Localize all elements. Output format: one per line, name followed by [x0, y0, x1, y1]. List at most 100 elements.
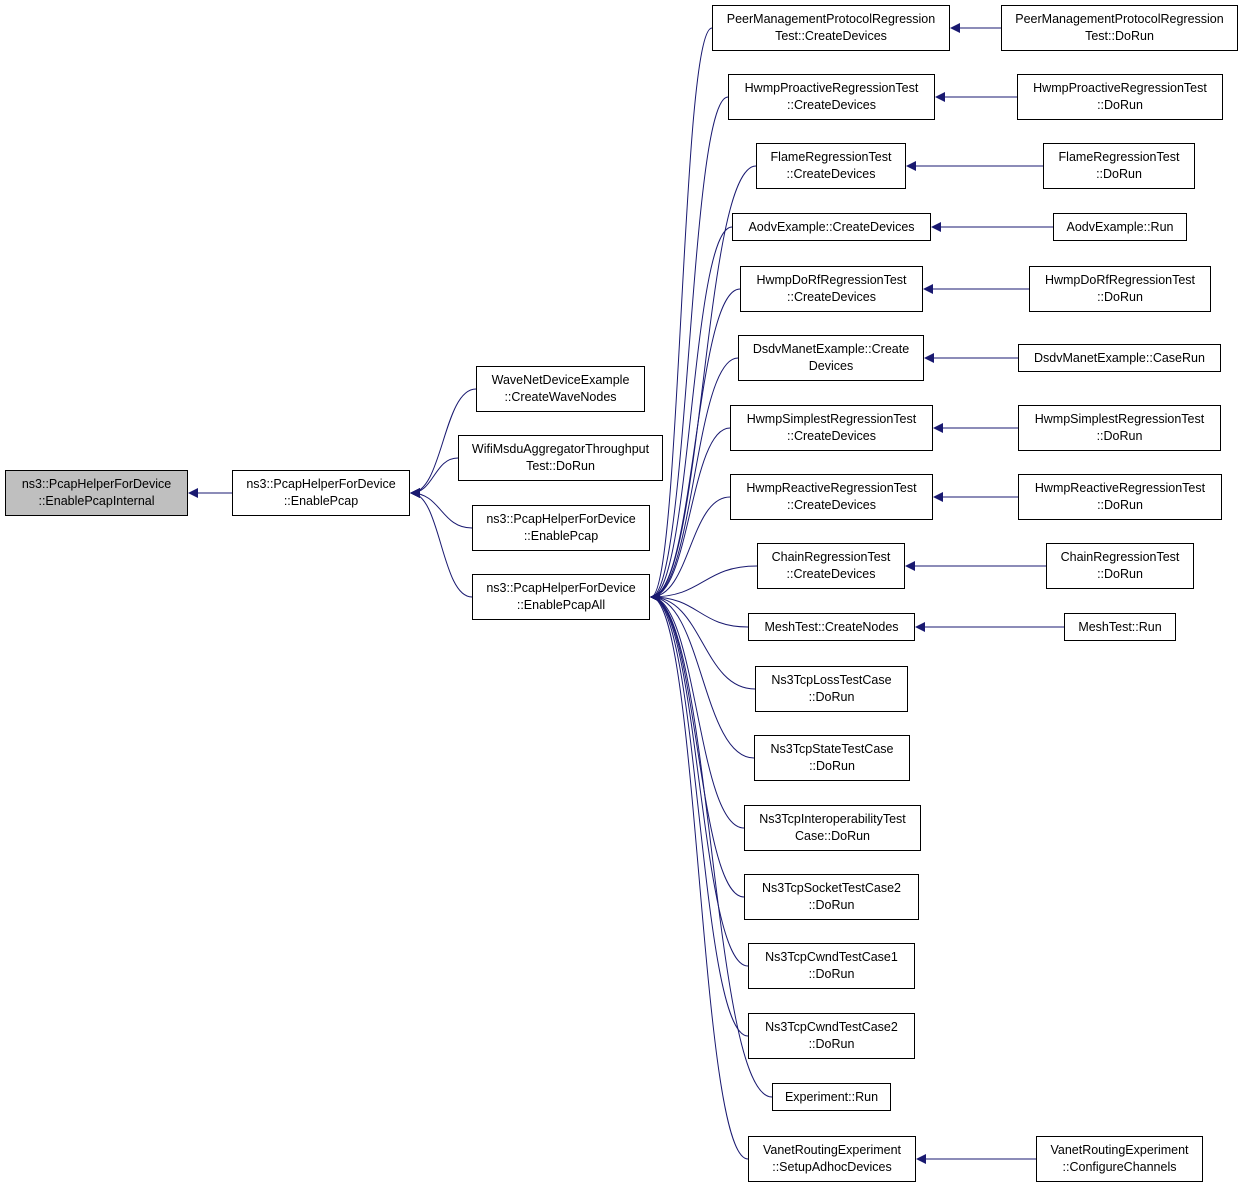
node-aodv-run[interactable]: AodvExample::Run	[1053, 213, 1187, 241]
node-chain-create-devices[interactable]: ChainRegressionTest::CreateDevices	[757, 543, 905, 589]
node-hwmp-simplest-create-devices[interactable]: HwmpSimplestRegressionTest::CreateDevice…	[730, 405, 933, 451]
edge-exp-to-epa	[650, 592, 773, 1098]
edge-epa-to-ep	[410, 488, 473, 598]
node-line: HwmpReactiveRegressionTest	[1034, 481, 1206, 495]
node-line: ::DoRun	[808, 690, 855, 704]
node-hwmp-proactive-do-run[interactable]: HwmpProactiveRegressionTest::DoRun	[1017, 74, 1223, 120]
node-enable-pcap[interactable]: ns3::PcapHelperForDevice::EnablePcap	[232, 470, 410, 516]
node-line: ::EnablePcapAll	[516, 598, 606, 612]
node-line: VanetRoutingExperiment	[762, 1143, 902, 1157]
edge-cwnd1-to-epa	[650, 592, 749, 967]
node-line: ::DoRun	[1097, 98, 1143, 112]
node-line: ::CreateDevices	[786, 167, 876, 181]
node-line: MeshTest::Run	[1078, 619, 1162, 634]
node-line: WaveNetDeviceExample	[491, 373, 630, 387]
node-hwmp-proactive-create-devices[interactable]: HwmpProactiveRegressionTest::CreateDevic…	[728, 74, 935, 120]
node-line: ::CreateDevices	[787, 498, 876, 512]
node-line: ChainRegressionTest	[771, 550, 891, 564]
node-line: Ns3TcpSocketTestCase2	[762, 881, 901, 895]
node-enable-pcap-overload[interactable]: ns3::PcapHelperForDevice::EnablePcap	[472, 505, 650, 551]
node-experiment-run[interactable]: Experiment::Run	[772, 1083, 891, 1111]
node-flame-create-devices[interactable]: FlameRegressionTest::CreateDevices	[756, 143, 906, 189]
edge-wave-to-ep	[410, 388, 477, 498]
edge-mesh-to-epa	[650, 592, 749, 628]
node-line: Test::DoRun	[526, 459, 595, 473]
edge-sock2-to-epa	[650, 592, 745, 898]
node-aodv-create-devices[interactable]: AodvExample::CreateDevices	[732, 213, 931, 241]
node-line: ns3::PcapHelperForDevice	[21, 477, 172, 491]
node-vanet-setup-adhoc-devices[interactable]: VanetRoutingExperiment::SetupAdhocDevice…	[748, 1136, 916, 1182]
node-line: PeerManagementProtocolRegression	[726, 12, 936, 26]
node-line: ::EnablePcap	[283, 494, 359, 508]
edge-hpro-to-epa	[650, 96, 729, 602]
node-line: ns3::PcapHelperForDevice	[486, 581, 636, 595]
node-line: PeerManagementProtocolRegression	[1015, 12, 1224, 26]
node-line: ns3::PcapHelperForDevice	[486, 512, 636, 526]
node-hwmp-reactive-create-devices[interactable]: HwmpReactiveRegressionTest::CreateDevice…	[730, 474, 933, 520]
edge-hsimp-to-epa	[650, 427, 731, 602]
node-line: Ns3TcpCwndTestCase2	[765, 1020, 898, 1034]
node-line: HwmpDoRfRegressionTest	[756, 273, 907, 287]
edge-state-to-epa	[650, 592, 755, 759]
node-line: ChainRegressionTest	[1060, 550, 1180, 564]
node-line: ::CreateWaveNodes	[504, 390, 617, 404]
node-line: Ns3TcpInteroperabilityTest	[759, 812, 906, 826]
node-line: ::DoRun	[809, 759, 855, 773]
node-dsdv-case-run[interactable]: DsdvManetExample::CaseRun	[1018, 344, 1221, 372]
node-line: ::DoRun	[808, 1037, 855, 1051]
node-mesh-create-nodes[interactable]: MeshTest::CreateNodes	[748, 613, 915, 641]
edge-chain-to-epa	[650, 565, 758, 602]
node-tcp-cwnd2-do-run[interactable]: Ns3TcpCwndTestCase2::DoRun	[748, 1013, 915, 1059]
node-line: DsdvManetExample::CaseRun	[1034, 350, 1205, 365]
node-mesh-run[interactable]: MeshTest::Run	[1064, 613, 1176, 641]
node-line: ::CreateDevices	[787, 429, 876, 443]
node-line: HwmpDoRfRegressionTest	[1044, 273, 1196, 287]
node-line: DsdvManetExample::Create	[752, 342, 910, 356]
node-line: ::DoRun	[1097, 567, 1143, 581]
node-enable-pcap-all[interactable]: ns3::PcapHelperForDevice::EnablePcapAll	[472, 574, 650, 620]
node-line: ::DoRun	[808, 967, 855, 981]
node-tcp-cwnd1-do-run[interactable]: Ns3TcpCwndTestCase1::DoRun	[748, 943, 915, 989]
node-hwmp-dorf-do-run[interactable]: HwmpDoRfRegressionTest::DoRun	[1029, 266, 1211, 312]
edge-interop-to-epa	[650, 592, 745, 829]
node-line: ::DoRun	[1096, 167, 1142, 181]
node-line: ::EnablePcap	[523, 529, 599, 543]
node-line: Test::DoRun	[1085, 29, 1154, 43]
node-line: ::SetupAdhocDevices	[772, 1160, 892, 1174]
edge-ep2-to-ep	[410, 488, 473, 529]
edge-wifi-to-ep	[410, 457, 459, 498]
edge-dsdv-to-epa	[650, 357, 739, 602]
node-line: WifiMsduAggregatorThroughput	[471, 442, 650, 456]
node-line: ::CreateDevices	[787, 98, 876, 112]
node-line: Ns3TcpLossTestCase	[771, 673, 892, 687]
edge-hdorf-to-epa	[650, 288, 741, 602]
node-tcp-socket2-do-run[interactable]: Ns3TcpSocketTestCase2::DoRun	[744, 874, 919, 920]
node-line: Test::CreateDevices	[775, 29, 887, 43]
node-hwmp-simplest-do-run[interactable]: HwmpSimplestRegressionTest::DoRun	[1018, 405, 1221, 451]
node-vanet-configure-channels[interactable]: VanetRoutingExperiment::ConfigureChannel…	[1036, 1136, 1203, 1182]
node-hwmp-reactive-do-run[interactable]: HwmpReactiveRegressionTest::DoRun	[1018, 474, 1222, 520]
node-line: ::DoRun	[1096, 429, 1143, 443]
edge-aodv-to-epa	[650, 226, 733, 602]
node-line: ::DoRun	[808, 898, 855, 912]
node-line: Devices	[808, 359, 854, 373]
edge-vanet-to-epa	[650, 592, 749, 1160]
node-tcp-loss-do-run[interactable]: Ns3TcpLossTestCase::DoRun	[755, 666, 908, 712]
node-chain-do-run[interactable]: ChainRegressionTest::DoRun	[1046, 543, 1194, 589]
node-hwmp-dorf-create-devices[interactable]: HwmpDoRfRegressionTest::CreateDevices	[740, 266, 923, 312]
node-line: Ns3TcpStateTestCase	[770, 742, 894, 756]
node-wave-create-wave-nodes[interactable]: WaveNetDeviceExample::CreateWaveNodes	[476, 366, 645, 412]
node-tcp-state-do-run[interactable]: Ns3TcpStateTestCase::DoRun	[754, 735, 910, 781]
node-line: HwmpProactiveRegressionTest	[744, 81, 919, 95]
node-line: ::CreateDevices	[787, 290, 876, 304]
node-line: ::DoRun	[1097, 498, 1143, 512]
node-line: HwmpSimplestRegressionTest	[1034, 412, 1205, 426]
node-flame-do-run[interactable]: FlameRegressionTest::DoRun	[1043, 143, 1195, 189]
